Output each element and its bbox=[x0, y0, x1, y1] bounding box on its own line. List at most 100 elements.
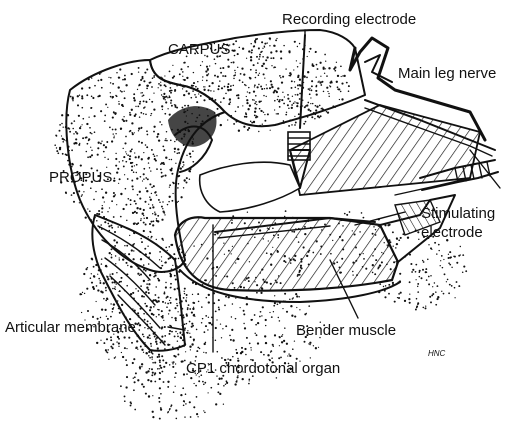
stipple-dot bbox=[232, 339, 234, 341]
stipple-dot bbox=[263, 354, 265, 356]
stipple-dot bbox=[320, 76, 321, 77]
stipple-dot bbox=[248, 50, 250, 52]
stipple-dot bbox=[112, 96, 114, 98]
stipple-dot bbox=[92, 97, 94, 99]
stipple-dot bbox=[148, 280, 149, 281]
stipple-dot bbox=[196, 329, 198, 331]
stipple-dot bbox=[174, 288, 176, 290]
stipple-dot bbox=[159, 418, 161, 420]
stipple-dot bbox=[299, 93, 301, 95]
stipple-dot bbox=[119, 68, 121, 70]
stipple-dot bbox=[249, 343, 251, 345]
stipple-dot bbox=[123, 165, 125, 167]
stipple-dot bbox=[196, 350, 198, 352]
stipple-dot bbox=[297, 46, 298, 47]
stipple-dot bbox=[141, 295, 143, 297]
stipple-dot bbox=[153, 306, 155, 308]
stipple-dot bbox=[205, 70, 207, 72]
stipple-dot bbox=[274, 90, 276, 92]
stipple-dot bbox=[295, 87, 297, 89]
stipple-dot bbox=[112, 311, 114, 313]
stipple-dot bbox=[151, 186, 153, 188]
stipple-dot bbox=[131, 109, 133, 111]
stipple-dot bbox=[255, 69, 257, 71]
stipple-dot bbox=[297, 84, 299, 86]
stipple-dot bbox=[385, 285, 386, 286]
stipple-dot bbox=[308, 305, 310, 307]
stipple-dot bbox=[338, 88, 340, 90]
stipple-dot bbox=[389, 224, 391, 226]
stipple-dot bbox=[121, 304, 123, 306]
stipple-dot bbox=[341, 98, 343, 100]
stipple-dot bbox=[138, 67, 140, 69]
stipple-dot bbox=[143, 230, 145, 232]
stipple-dot bbox=[107, 211, 108, 212]
stipple-dot bbox=[277, 113, 279, 115]
stipple-dot bbox=[105, 192, 107, 194]
stipple-dot bbox=[171, 90, 173, 92]
stipple-dot bbox=[446, 281, 447, 282]
stipple-dot bbox=[440, 265, 441, 266]
stipple-dot bbox=[184, 293, 185, 294]
stipple-dot bbox=[394, 301, 396, 303]
stipple-dot bbox=[103, 342, 105, 344]
stipple-dot bbox=[136, 207, 138, 209]
stipple-dot bbox=[65, 193, 67, 195]
stipple-dot bbox=[162, 145, 164, 147]
stipple-dot bbox=[426, 279, 428, 281]
stipple-dot bbox=[138, 130, 139, 131]
stipple-dot bbox=[160, 342, 162, 344]
stipple-dot bbox=[288, 50, 290, 52]
stipple-dot bbox=[154, 155, 156, 157]
stipple-dot bbox=[344, 213, 346, 215]
stipple-dot bbox=[145, 177, 147, 179]
stipple-dot bbox=[144, 319, 146, 321]
stipple-dot bbox=[142, 213, 144, 215]
stipple-dot bbox=[274, 334, 276, 336]
stipple-dot bbox=[248, 87, 249, 88]
stipple-dot bbox=[161, 256, 162, 257]
stipple-dot bbox=[261, 65, 263, 67]
stipple-dot bbox=[110, 82, 112, 84]
stipple-dot bbox=[251, 319, 253, 321]
stipple-dot bbox=[169, 364, 170, 365]
stipple-dot bbox=[462, 254, 464, 256]
stipple-dot bbox=[450, 256, 452, 258]
stipple-dot bbox=[165, 362, 167, 364]
stipple-dot bbox=[59, 124, 61, 126]
stipple-dot bbox=[224, 75, 226, 77]
stipple-dot bbox=[120, 193, 122, 195]
stipple-dot bbox=[299, 98, 301, 100]
stipple-dot bbox=[448, 257, 450, 259]
stipple-dot bbox=[81, 107, 83, 109]
stipple-dot bbox=[435, 304, 437, 306]
stipple-dot bbox=[279, 106, 281, 108]
stipple-dot bbox=[465, 270, 467, 272]
stipple-dot bbox=[162, 208, 163, 209]
stipple-dot bbox=[317, 81, 318, 82]
stipple-dot bbox=[440, 260, 441, 261]
stipple-dot bbox=[175, 363, 176, 364]
stipple-dot bbox=[246, 303, 248, 305]
stipple-dot bbox=[79, 95, 80, 96]
stipple-dot bbox=[417, 291, 419, 293]
stipple-dot bbox=[197, 293, 199, 295]
stipple-dot bbox=[145, 291, 147, 293]
stipple-dot bbox=[65, 153, 67, 155]
stipple-dot bbox=[185, 351, 186, 352]
stipple-dot bbox=[270, 130, 271, 131]
stipple-dot bbox=[337, 86, 339, 88]
stipple-dot bbox=[319, 62, 321, 64]
stipple-dot bbox=[131, 122, 133, 124]
stipple-dot bbox=[134, 381, 136, 383]
stipple-dot bbox=[158, 87, 159, 88]
stipple-dot bbox=[109, 207, 110, 208]
stipple-dot bbox=[223, 385, 225, 387]
stipple-dot bbox=[150, 237, 151, 238]
stipple-dot bbox=[95, 301, 96, 302]
stipple-dot bbox=[264, 114, 265, 115]
stipple-dot bbox=[162, 301, 164, 303]
stipple-dot bbox=[110, 224, 112, 226]
stipple-dot bbox=[441, 291, 442, 292]
stipple-dot bbox=[395, 247, 397, 249]
